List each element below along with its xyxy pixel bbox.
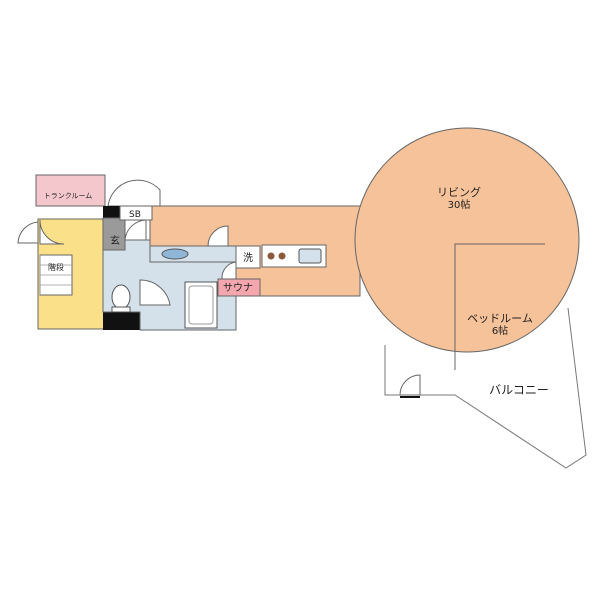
hall-door xyxy=(207,225,229,247)
sauna-door xyxy=(221,261,237,280)
entrance-label: 玄 xyxy=(110,234,120,247)
bedroom-size: 6帖 xyxy=(492,324,508,337)
stove-burner xyxy=(267,252,275,260)
door-swing xyxy=(107,179,161,207)
trunk-room-label: トランクルーム xyxy=(44,192,93,200)
toilet-tank xyxy=(111,306,131,313)
shoe-box-label: SB xyxy=(129,210,141,220)
bath-door xyxy=(124,219,147,241)
stove-burner xyxy=(278,252,286,260)
living-room-size: 30帖 xyxy=(448,198,471,211)
washing-area xyxy=(235,245,261,269)
shoe-box xyxy=(119,205,153,221)
left-door xyxy=(17,221,39,244)
balcony-door xyxy=(399,374,421,396)
balcony-label: バルコニー xyxy=(489,383,549,397)
living-room-name: リビング xyxy=(437,185,481,199)
sauna-label: サウナ xyxy=(223,282,253,294)
bedroom-partition xyxy=(454,243,545,370)
washing-label: 洗 xyxy=(243,252,253,264)
stairs-label: 階段 xyxy=(48,262,64,272)
trunk-room xyxy=(35,174,106,207)
sink xyxy=(161,248,189,260)
wall-block xyxy=(103,206,120,218)
living-room xyxy=(354,127,580,353)
toilet xyxy=(111,284,131,310)
sauna xyxy=(217,278,261,297)
bedroom-name: ベッドルーム xyxy=(467,312,533,325)
wall-block xyxy=(103,312,140,330)
stairs-door xyxy=(39,219,65,245)
toilet-door xyxy=(139,279,171,306)
kitchen-sink xyxy=(298,248,322,264)
balcony-outline xyxy=(384,307,587,469)
